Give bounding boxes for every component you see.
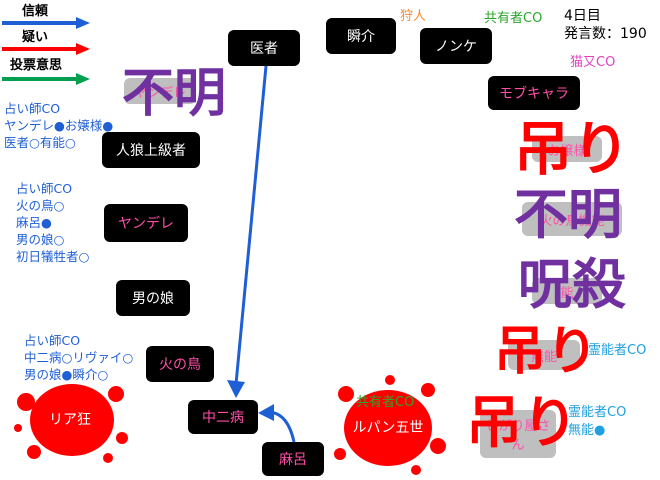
seer-claim-3: 占い師CO 中二病○リヴァイ○ 男の娘●瞬介○ (24, 332, 133, 383)
role-medium-2: 霊能者CO (568, 405, 627, 420)
role-hunter: 狩人 (400, 9, 427, 24)
legend-doubt-arrow (2, 43, 90, 55)
seer-claim-head: 占い師CO (4, 101, 61, 116)
player-label: 医者 (250, 41, 278, 57)
player-node-gray-shigariya[interactable]: しがり屋さん (480, 410, 556, 458)
day-counter: 4日目 (564, 8, 601, 24)
role-nekomata: 猫又CO (570, 55, 616, 70)
player-label: お嬢様 (547, 143, 587, 159)
trust-arrowhead-mamaro-to-chuuni (258, 404, 274, 421)
player-label: 火の鳥機能 (539, 213, 605, 229)
role-medium-1: 霊能者CO (588, 343, 647, 358)
player-label: ヤンデレ (118, 216, 174, 232)
player-node-yandere[interactable]: ヤンデレ (104, 204, 188, 242)
stamp-hang-1: 吊り (514, 115, 631, 183)
role-medium-2-result: 無能● (568, 423, 606, 438)
stamp-curse: 呪殺 (518, 253, 626, 316)
player-label: 麻呂 (279, 452, 307, 468)
player-node-lupin[interactable]: ルパン五世 (346, 414, 430, 440)
legend-vote-arrow (2, 73, 90, 85)
stamp-unknown-2: 不明 (514, 183, 622, 246)
player-node-isha[interactable]: 医者 (228, 30, 300, 66)
stamp-hang-2: 吊り (494, 322, 599, 382)
seer-claim-head: 占い師CO (24, 333, 81, 348)
blood-splatter-lupin (334, 375, 446, 475)
trust-arrowhead-isha-to-chuuni (227, 380, 245, 398)
role-freemason-2: 共有者CO (356, 395, 415, 410)
seer-claim-line: 麻呂● (16, 215, 52, 230)
stamp-hang-3: 吊り (466, 391, 578, 456)
legend-trust-arrow (2, 17, 90, 29)
player-node-otokonoko[interactable]: 男の娘 (116, 280, 190, 316)
player-label: 人狼上級者 (116, 143, 186, 159)
player-node-shunsuke[interactable]: 瞬介 (326, 18, 396, 54)
player-label: ノンケ (435, 39, 477, 55)
player-label: しがり屋さん (485, 419, 551, 453)
legend-trust-label: 信頼 (22, 4, 49, 19)
seer-claim-line: ヤンデレ●お嬢様● (4, 118, 114, 133)
seer-claim-line: 初日犠牲者○ (16, 249, 90, 264)
player-label: モブキャラ (499, 86, 569, 102)
seer-claim-line: 男の娘○ (16, 232, 65, 247)
player-node-gray-yandere[interactable]: ヤンデレ (124, 78, 196, 104)
legend-doubt-label: 疑い (22, 30, 49, 45)
remark-counter: 発言数：190 (564, 26, 647, 42)
player-label: ヤンデレ (133, 85, 186, 101)
role-freemason: 共有者CO (484, 11, 543, 26)
player-label: ルパン五世 (352, 420, 424, 436)
player-node-mob[interactable]: モブキャラ (488, 76, 580, 110)
player-label: 火の鳥 (159, 357, 201, 373)
player-node-jinrou[interactable]: 人狼上級者 (102, 132, 200, 168)
player-node-mamaro[interactable]: 麻呂 (262, 442, 324, 476)
player-label: 中二病 (202, 410, 244, 426)
player-label: リア狂 (49, 412, 91, 428)
player-label: 男の娘 (132, 291, 174, 307)
player-node-gray-4[interactable]: 能 (532, 278, 602, 304)
trust-arrow-isha-to-chuuni (234, 65, 268, 385)
player-node-gray-hinotori[interactable]: 火の鳥機能 (522, 202, 622, 236)
seer-claim-line: 医者○有能○ (4, 135, 76, 150)
player-node-gray-ojousama[interactable]: お嬢様 (532, 136, 602, 162)
player-label: 瞬介 (347, 29, 375, 45)
player-label: 無能 (530, 349, 557, 365)
seer-claim-line: 男の娘●瞬介○ (24, 367, 109, 382)
seer-claim-line: 火の鳥○ (16, 198, 65, 213)
seer-claim-head: 占い師CO (16, 181, 73, 196)
player-node-nonke[interactable]: ノンケ (420, 28, 492, 64)
player-node-hinotori[interactable]: 火の鳥 (146, 346, 214, 382)
stamp-unknown-1: 不明 (122, 64, 227, 124)
legend-vote-label: 投票意思 (10, 58, 63, 73)
player-node-chuuni[interactable]: 中二病 (188, 400, 258, 434)
player-node-riakyou[interactable]: リア狂 (44, 406, 96, 432)
seer-claim-2: 占い師CO 火の鳥○ 麻呂● 男の娘○ 初日犠牲者○ (16, 180, 89, 265)
seer-claim-line: 中二病○リヴァイ○ (24, 350, 134, 365)
seer-claim-1: 占い師CO ヤンデレ●お嬢様● 医者○有能○ (4, 100, 113, 151)
player-node-gray-munou[interactable]: 無能 (508, 340, 580, 370)
blood-splatter-riakyou (14, 384, 128, 463)
player-label: 能 (560, 285, 574, 301)
